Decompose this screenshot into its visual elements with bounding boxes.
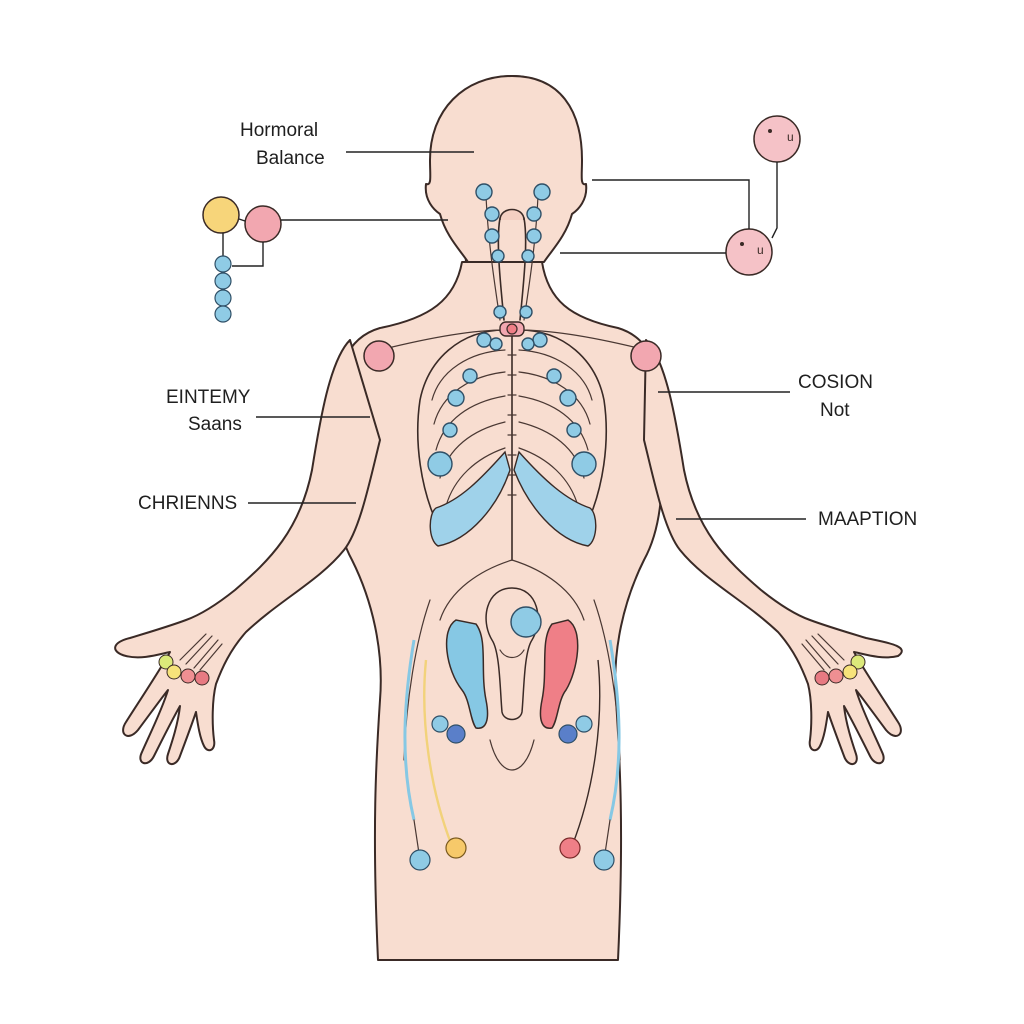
node [571,451,597,477]
node [214,289,232,307]
node [214,305,232,323]
node [491,249,505,263]
node [166,664,182,680]
node [442,422,458,438]
shoulder-node-right [630,340,662,372]
node [842,664,858,680]
node [493,305,507,319]
node [519,305,533,319]
node [409,849,431,871]
head-top [424,75,588,263]
callout-top-right: u u [560,115,801,276]
node [447,389,465,407]
abdomen [403,559,621,861]
pink-gland-node [244,205,282,243]
label-hormonal-line2: Balance [256,148,325,169]
node [593,849,615,871]
label-right-mid-line1: COSION [798,372,873,393]
node [214,255,232,273]
node [532,332,548,348]
labels: Hormoral Balance EINTEMY Saans CHRIENNS … [138,120,917,530]
node [475,183,493,201]
svg-text:u: u [787,130,794,144]
label-hormonal-line1: Hormoral [240,120,318,141]
node [180,668,196,684]
node [214,272,232,290]
label-leaders [248,151,806,520]
node [828,668,844,684]
node [559,837,581,859]
node [546,368,562,384]
node [558,724,578,744]
kidney-right [539,619,579,729]
diaphragm-right [513,450,597,547]
node [489,337,503,351]
node [446,724,466,744]
node [476,332,492,348]
node [521,249,535,263]
label-right-low: MAAPTION [818,509,917,530]
node [427,451,453,477]
svg-text:u: u [757,243,764,257]
node [814,670,830,686]
node [559,389,577,407]
node [526,228,542,244]
node [431,715,449,733]
node [506,323,518,335]
node [194,670,210,686]
clavicle-right [518,329,647,351]
label-left-mid-line2: Saans [188,414,242,435]
node [158,654,174,670]
node [521,337,535,351]
diaphragm-left [429,450,511,547]
shoulder-node-left [363,340,395,372]
node [462,368,478,384]
node [566,422,582,438]
label-left-mid-line1: EINTEMY [166,387,251,408]
rib-cage [416,329,608,561]
node [484,228,500,244]
node [510,606,542,638]
node [445,837,467,859]
clavicle-left [379,329,506,351]
node [484,206,500,222]
label-left-low: CHRIENNS [138,493,237,514]
node [526,206,542,222]
node [850,654,866,670]
node [533,183,551,201]
node [575,715,593,733]
label-right-mid-line2: Not [820,400,850,421]
gland-nodes [158,183,866,871]
yellow-gland-node [202,196,240,234]
kidney-left [445,619,489,729]
right-arm [643,339,903,765]
callout-top-left [202,196,448,323]
pink-face-node-bottom [725,228,773,276]
